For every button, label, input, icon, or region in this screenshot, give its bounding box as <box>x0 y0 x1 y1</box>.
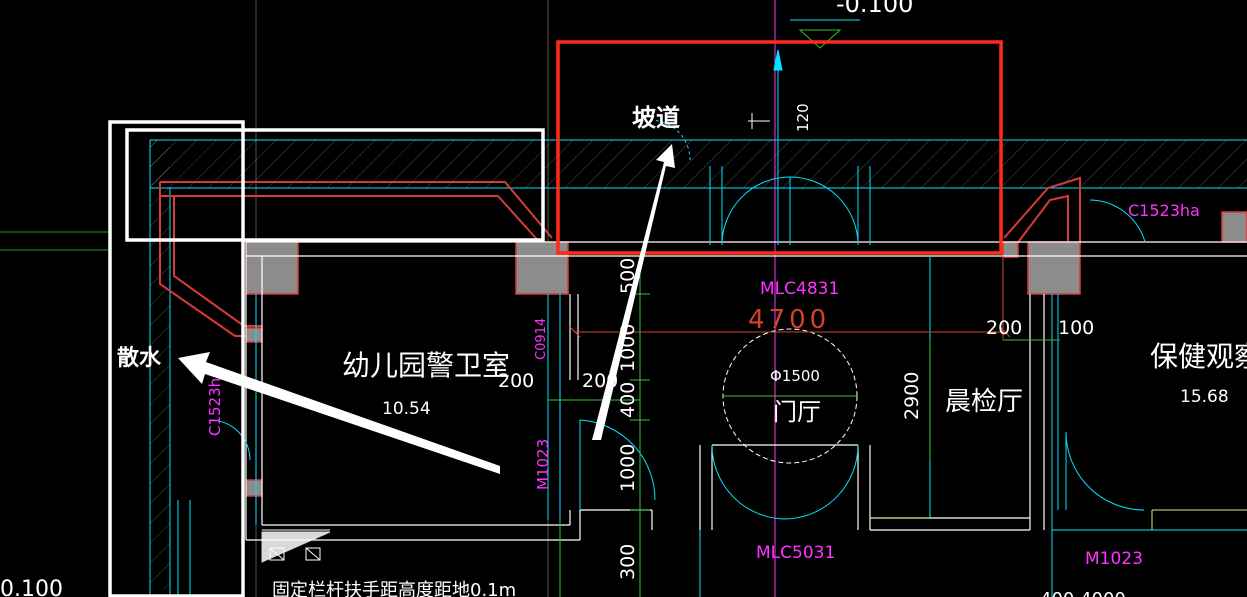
tag-mlc5031: MLC5031 <box>756 543 835 563</box>
tag-c1523h-left: C1523h <box>206 378 224 436</box>
window-lines <box>177 166 1247 597</box>
health-room-area: 15.68 <box>1180 387 1229 407</box>
tag-mlc4831: MLC4831 <box>760 279 839 299</box>
dim-200-a: 200 <box>498 370 534 392</box>
apron-highlight-box-top <box>125 128 545 242</box>
elevation-bottom-left: 0.100 <box>0 577 63 597</box>
lobby-name: 门厅 <box>773 398 821 426</box>
dim-1000-b: 1000 <box>617 444 639 492</box>
morning-check-name: 晨检厅 <box>945 387 1023 417</box>
dim-200-c: 200 <box>986 317 1022 339</box>
tag-c1523ha: C1523ha <box>1128 201 1200 220</box>
door-swings <box>209 119 1146 520</box>
dim-4700: 4700 <box>748 305 830 335</box>
lobby-circle <box>722 328 858 464</box>
dim-100: 100 <box>1058 317 1094 339</box>
ramp-pointer-arrow <box>592 144 675 440</box>
dim-300: 300 <box>617 544 639 580</box>
guard-room-area: 10.54 <box>382 399 431 419</box>
lobby-diameter: Φ1500 <box>770 367 820 385</box>
health-room-name: 保健观察 <box>1150 340 1247 373</box>
dim-400: 400 <box>617 382 639 418</box>
guard-room-name: 幼儿园警卫室 <box>342 349 510 382</box>
apron-pointer-arrow <box>178 352 500 474</box>
dim-200-b: 200 <box>582 370 618 392</box>
building-walls <box>245 241 1247 541</box>
stair-symbol <box>261 529 331 563</box>
dim-120: 120 <box>794 103 812 132</box>
outline-yellow <box>870 509 1247 530</box>
axis-lines <box>0 0 776 597</box>
bottom-note: 固定栏杆扶手距高度距地0.1m <box>272 580 516 597</box>
apron-highlight-box-left <box>108 120 245 597</box>
ramp-highlight-box <box>556 40 1003 255</box>
apron-label: 散水 <box>117 346 162 371</box>
ramp-label: 坡道 <box>632 104 680 132</box>
dim-500: 500 <box>617 258 639 294</box>
tag-c0914: C0914 <box>534 318 549 360</box>
dim-2900: 2900 <box>901 372 923 420</box>
dim-bottom-right: 400 4000 <box>1040 589 1126 597</box>
tag-m1023-right: M1023 <box>1085 549 1143 569</box>
apron-strip <box>149 139 1247 597</box>
elevation-top: -0.100 <box>836 0 913 18</box>
ramp-slope-arrow <box>748 19 860 245</box>
tag-m1023-left: M1023 <box>534 439 552 490</box>
dim-1000-a: 1000 <box>617 324 639 372</box>
